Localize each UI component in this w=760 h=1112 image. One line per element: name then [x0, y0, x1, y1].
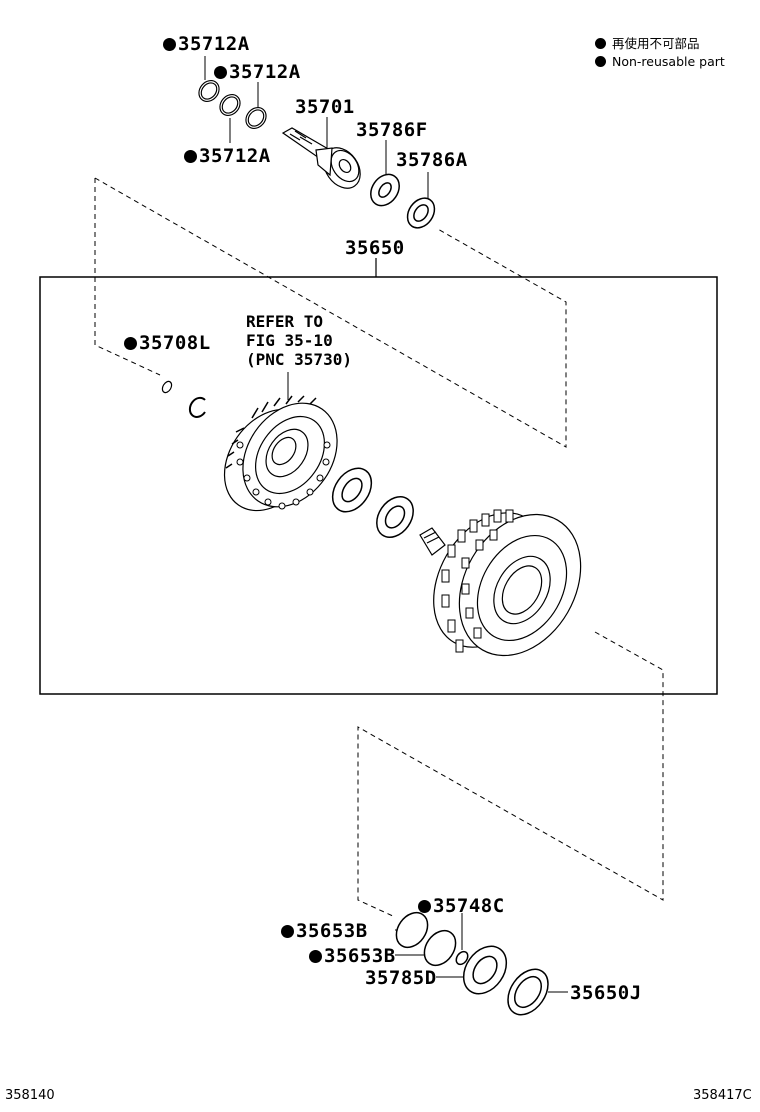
non-reusable-dot-icon	[595, 38, 606, 49]
legend-en-text: Non-reusable part	[612, 54, 725, 69]
non-reusable-dot-icon	[595, 56, 606, 67]
bearing-middle	[331, 467, 373, 513]
non-reusable-dot-icon	[281, 925, 294, 938]
part-label-35786A: 35786A	[396, 149, 468, 171]
non-reusable-dot-icon	[184, 150, 197, 163]
non-reusable-dot-icon	[124, 337, 137, 350]
non-reusable-dot-icon	[163, 38, 176, 51]
snap-ring-small	[188, 396, 206, 418]
reference-line-2: FIG 35-10	[246, 331, 333, 350]
part-label-35708L: 35708L	[124, 333, 211, 353]
part-label-35701: 35701	[295, 96, 355, 118]
shaft-35701	[281, 127, 361, 189]
ring-35708L	[161, 380, 173, 394]
part-label-35786F: 35786F	[356, 119, 428, 141]
leader-lines-top	[204, 56, 429, 400]
seal-35653B-1	[395, 911, 429, 949]
part-label-35712A-1: 35712A	[163, 34, 250, 54]
washer-35786A	[406, 197, 436, 229]
part-label-35653B-2: 35653B	[309, 946, 396, 966]
washer-35650J	[507, 968, 549, 1016]
non-reusable-dot-icon	[309, 950, 322, 963]
washer-middle	[376, 496, 414, 538]
part-label-35650: 35650	[345, 237, 405, 259]
part-label-35712A-3: 35712A	[184, 146, 271, 166]
part-label-35748C: 35748C	[418, 896, 505, 916]
reference-line-3: (PNC 35730)	[246, 350, 352, 369]
reference-line-1: REFER TO	[246, 312, 324, 331]
part-label-35650J: 35650J	[570, 982, 642, 1004]
figure-id-right: 358417C	[693, 1088, 752, 1103]
snap-rings-35712A	[198, 80, 267, 129]
non-reusable-dot-icon	[214, 66, 227, 79]
ring-35748C	[455, 950, 469, 966]
part-label-35785D: 35785D	[365, 967, 437, 989]
dashed-outline-upper	[94, 177, 567, 448]
clutch-drum-right	[419, 509, 582, 657]
bearing-35786F	[370, 173, 400, 207]
part-label-35712A-2: 35712A	[214, 62, 301, 82]
legend-en: Non-reusable part	[595, 54, 725, 69]
non-reusable-dot-icon	[418, 900, 431, 913]
clutch-drum-left	[223, 395, 338, 512]
bearing-35785D	[462, 945, 508, 995]
legend-jp-text: 再使用不可部品	[612, 36, 700, 51]
reference-note: REFER TO FIG 35-10 (PNC 35730)	[246, 312, 352, 369]
assembly-frame	[39, 276, 718, 695]
leader-lines-bottom	[395, 913, 568, 993]
dashed-outline-lower	[357, 631, 664, 918]
figure-id-left: 358140	[5, 1088, 55, 1103]
seal-35653B-2	[423, 929, 457, 967]
part-label-35653B-1: 35653B	[281, 921, 368, 941]
legend-jp: 再使用不可部品	[595, 33, 700, 52]
